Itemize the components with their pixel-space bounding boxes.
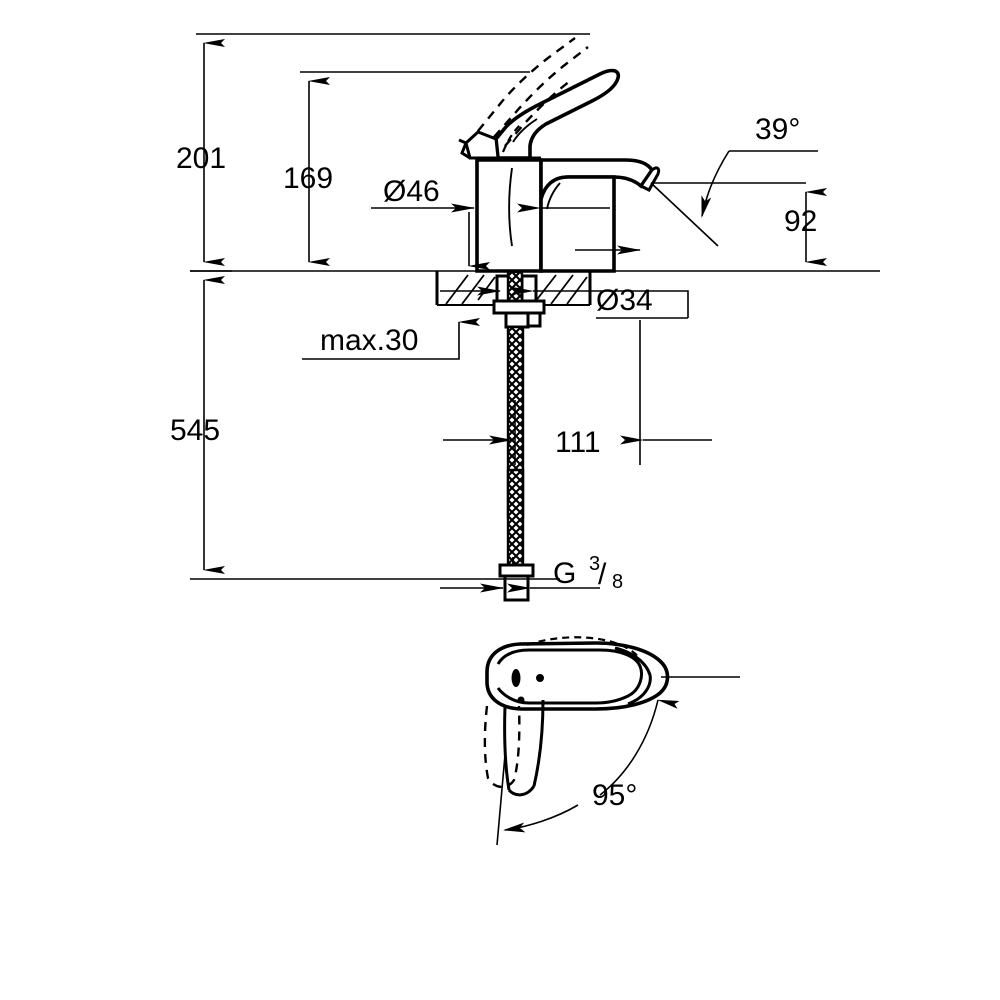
dimension-39deg: 39° (650, 113, 818, 247)
dim-max30-leader-bracket (302, 318, 480, 360)
lever-pivot-notch (458, 138, 471, 160)
dim-92-label: 92 (784, 205, 817, 238)
dimension-92: 92 (784, 188, 827, 266)
lever-handle-closed (458, 68, 621, 160)
lever-plan-outline (485, 641, 670, 711)
lever-plan-slot-mark (511, 669, 521, 687)
dim-201-label: 201 (176, 142, 226, 175)
lever-plan-body-right-edge (532, 699, 545, 787)
lever-pivot-collar (464, 130, 500, 160)
dim-95deg-arc-lower (503, 804, 579, 833)
lever-plan-ghost-position (483, 705, 521, 789)
lever-plan-inner-contour (496, 648, 643, 705)
lever-inner-contour (512, 118, 538, 143)
dim-39deg-angle-ray (650, 182, 719, 247)
dim-d46-label: Ø46 (383, 175, 440, 208)
dimension-111: 111 (443, 320, 712, 465)
mounting-washer (492, 299, 546, 315)
dim-d34-label: Ø34 (596, 284, 653, 317)
dimension-169: 169 (283, 71, 530, 266)
lever-plan-nose (614, 646, 652, 706)
dim-g38-slash: / (598, 558, 607, 591)
plan-view-lever-swivel: 95° (483, 636, 740, 846)
faucet-body (475, 158, 543, 273)
mounting-locknut (504, 311, 530, 329)
body-width-indicator-arrows (517, 203, 641, 255)
dim-g38-numerator: 3 (589, 553, 600, 575)
threaded-stud (506, 270, 524, 306)
dimension-max30: max.30 (302, 318, 480, 360)
hose-braided-lower (506, 468, 525, 567)
dim-g38-prefix: G (553, 557, 576, 590)
mounting-sleeve-right (520, 274, 538, 303)
faucet-body-inner-contour (508, 167, 513, 247)
dimension-95deg: 95° (496, 676, 740, 846)
spout-inner-edge (546, 182, 561, 210)
lever-plan-body-bottom (507, 785, 536, 797)
lever-plan-dot-mark (536, 674, 544, 682)
dimension-g38: G 3 / 8 (440, 553, 623, 593)
dim-d34-leader-bracket (580, 290, 689, 318)
dimension-d46: Ø46 (371, 175, 490, 270)
lever-handle-body (494, 68, 621, 160)
dim-39deg-curved-leader (701, 150, 730, 218)
dim-111-label: 111 (555, 426, 601, 459)
dim-39deg-label: 39° (755, 113, 800, 146)
dim-169-label: 169 (283, 162, 333, 195)
dimension-545: 545 (170, 270, 560, 580)
dim-95deg-reference-ray (496, 754, 506, 846)
faucet-spout (539, 158, 661, 273)
dimension-d34: Ø34 (440, 284, 689, 319)
dim-95deg-label: 95° (592, 779, 637, 812)
mounting-side-nut (526, 311, 542, 328)
dim-95deg-arc-upper (599, 699, 680, 796)
hose-connector-nut (498, 563, 535, 578)
lever-plan-body-left-edge (503, 705, 511, 791)
lever-plan-ghost-top-arc (526, 636, 642, 662)
lever-rotation-detail (501, 123, 522, 153)
lever-plan-small-dot-mark (517, 696, 525, 704)
dim-545-label: 545 (170, 414, 220, 447)
spout-lower-block (539, 175, 616, 273)
aerator-outlet-tip (638, 166, 661, 192)
lever-handle-open-ghost (477, 37, 589, 147)
dim-max30-label: max.30 (320, 324, 418, 357)
dimension-201: 201 (176, 33, 590, 266)
dim-g38-denominator: 8 (612, 571, 623, 593)
